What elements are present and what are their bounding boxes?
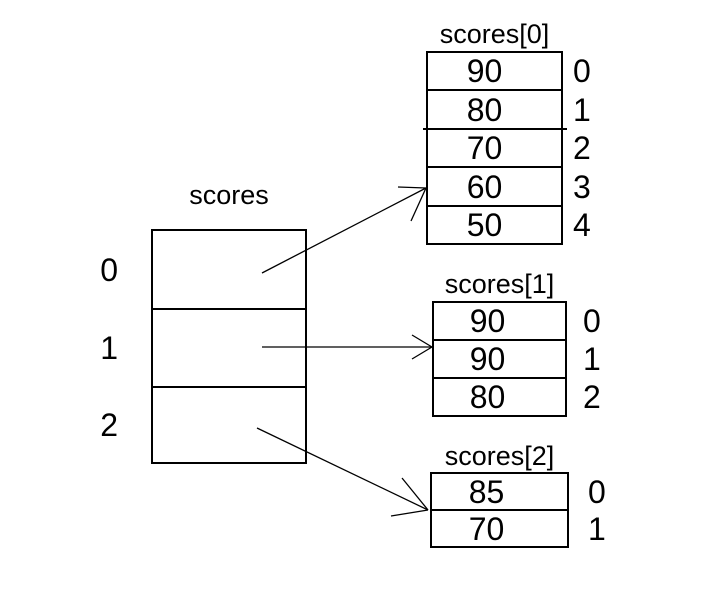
main-index-label-2: 2 <box>100 407 118 443</box>
value-cell: 50 <box>466 207 503 243</box>
index-label: 1 <box>588 510 606 547</box>
index-label: 0 <box>573 53 591 89</box>
index-label: 0 <box>588 473 606 510</box>
value-cell: 90 <box>469 341 506 377</box>
main-index-label-1: 1 <box>100 330 118 366</box>
value-cell: 70 <box>466 130 503 166</box>
subarray-2-box-outline <box>430 472 569 548</box>
subarray-0-box-outline <box>423 51 567 245</box>
subarray-1-box-outline <box>432 301 567 417</box>
index-label: 1 <box>583 341 601 377</box>
main-index-label-0: 0 <box>100 251 118 288</box>
subarray-0-title: scores[0] <box>439 18 550 49</box>
index-label: 0 <box>583 303 601 339</box>
value-cell: 90 <box>466 53 503 89</box>
value-cell: 80 <box>469 379 506 415</box>
arrow-slot2-to-subarray2 <box>256 427 429 517</box>
index-label: 3 <box>573 168 591 205</box>
index-label: 4 <box>573 207 591 243</box>
value-cell: 70 <box>468 510 505 547</box>
main-array-title: scores <box>189 179 269 210</box>
value-cell: 80 <box>466 91 503 128</box>
arrow-slot0-to-subarray0 <box>261 186 427 274</box>
index-label: 2 <box>583 379 601 415</box>
subarray-1-title: scores[1] <box>444 268 555 299</box>
value-cell: 85 <box>468 473 505 510</box>
index-label: 1 <box>573 91 591 128</box>
index-label: 2 <box>573 130 591 166</box>
value-cell: 60 <box>466 168 503 205</box>
subarray-2-title: scores[2] <box>444 440 555 471</box>
value-cell: 90 <box>469 303 506 339</box>
arrow-slot1-to-subarray1 <box>262 334 433 360</box>
